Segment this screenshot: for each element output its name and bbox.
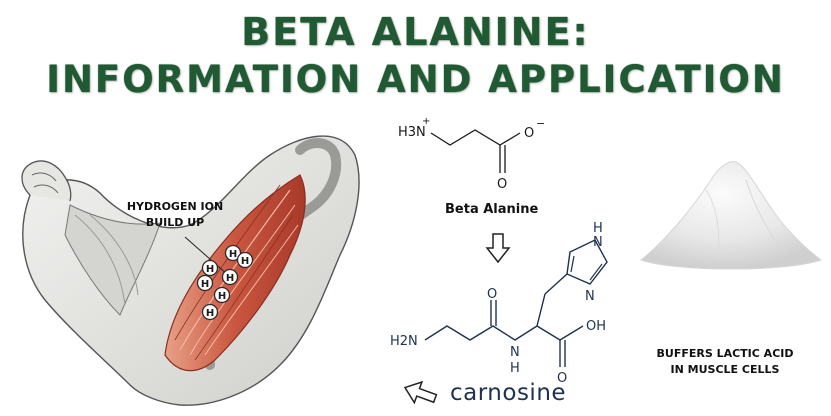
beta-charge-plus: +: [422, 116, 430, 127]
hand-outline: [21, 160, 72, 202]
hydrogen-ion-symbol: H: [206, 264, 214, 275]
carnosine-backbone: [424, 325, 561, 341]
carnosine-structure: N H N O N H O OH H2N: [390, 221, 608, 386]
left-arrow-icon: [403, 380, 438, 405]
hydrogen-ion: H: [221, 268, 239, 286]
beta-oxygen-minus: O: [524, 126, 534, 141]
beta-alanine-structure: H3N + O − O: [398, 116, 545, 192]
beta-oxygen-double: O: [497, 177, 507, 192]
powder-caption-line1: BUFFERS LACTIC ACID: [656, 347, 794, 360]
powder-caption: BUFFERS LACTIC ACID IN MUSCLE CELLS: [645, 346, 805, 378]
beta-charge-minus: −: [536, 117, 545, 130]
beta-alanine-name: Beta Alanine: [445, 202, 539, 217]
amide-hydrogen: H: [510, 361, 520, 376]
hydrogen-ion-symbol: H: [218, 291, 226, 302]
hydrogen-ion: H: [201, 259, 219, 277]
hydrogen-ion-symbol: H: [226, 273, 234, 284]
down-arrow-icon: [485, 233, 511, 264]
ring-hydrogen: H: [593, 221, 603, 236]
powder-caption-line2: IN MUSCLE CELLS: [670, 363, 780, 376]
beta-amine-h3n: H3N: [398, 125, 426, 140]
ring-nitrogen-bottom: N: [585, 289, 595, 304]
page-title-line1: BETA ALANINE:: [241, 10, 590, 54]
carnosine-name: carnosine: [450, 380, 567, 406]
page-title-line2: INFORMATION AND APPLICATION: [46, 58, 785, 101]
hydrogen-ion: H: [224, 244, 242, 262]
hydrogen-ion: H: [196, 274, 214, 292]
powder-pile: [639, 161, 823, 270]
hydrogen-ion: H: [236, 251, 254, 269]
amide-oxygen: O: [487, 287, 497, 302]
forearm-muscles: [64, 204, 161, 316]
amide-nitrogen: N: [510, 345, 520, 360]
hydrogen-ion-symbol: H: [206, 308, 214, 319]
label-pointer: [184, 236, 229, 276]
hydrogen-ion-label-line1: HYDROGEN ION: [126, 200, 224, 213]
acid-oh: OH: [586, 319, 606, 334]
hydrogen-ion-label-line2: BUILD UP: [145, 216, 205, 229]
hydrogen-ion-label: HYDROGEN ION BUILD UP: [120, 199, 230, 231]
hydrogen-ion: H: [213, 286, 231, 304]
imidazole-ring: [566, 239, 608, 285]
hydrogen-ion-symbol: H: [241, 256, 249, 267]
amine-h2n: H2N: [390, 334, 418, 349]
ring-nitrogen-top: N: [593, 235, 603, 250]
acid-oxygen: O: [557, 371, 567, 386]
hydrogen-ion-symbol: H: [201, 279, 209, 290]
hydrogen-ion: H: [201, 303, 219, 321]
beta-chain-bonds: [430, 129, 521, 146]
hydrogen-ion-symbol: H: [229, 249, 237, 260]
